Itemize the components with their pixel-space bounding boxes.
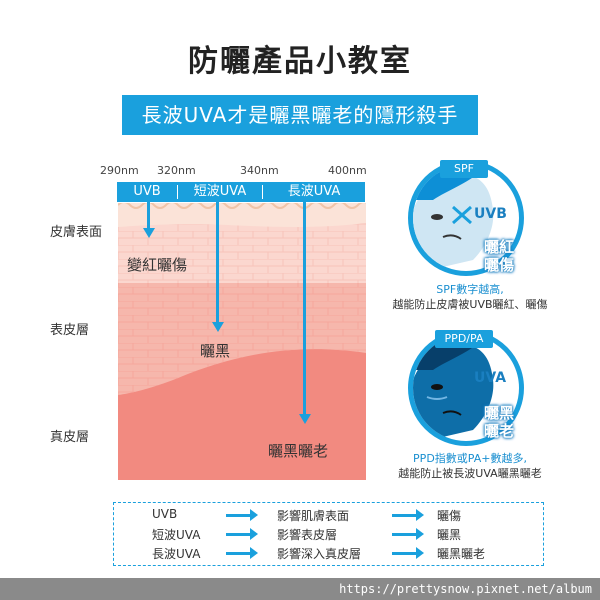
ppd-big-line-1: 曬黑 (484, 404, 515, 422)
summary-box: UVB 影響肌膚表面 曬傷 短波UVA 影響表皮層 曬黑 長波UVA 影響深入真… (113, 502, 544, 566)
summary-ray: 短波UVA (152, 528, 201, 542)
summary-row: UVB 影響肌膚表面 曬傷 (114, 507, 545, 525)
effect-photoaging: 曬黑曬老 (268, 442, 329, 460)
uvb-arrow-head (142, 228, 155, 238)
summary-arrow-icon (226, 509, 258, 521)
summary-result: 曬傷 (437, 509, 462, 523)
ppd-photoaging-text: 曬黑 曬老 (484, 404, 514, 440)
spf-tag: SPF (440, 160, 488, 178)
layer-label-epidermis: 表皮層 (50, 323, 90, 338)
summary-impact: 影響肌膚表面 (277, 509, 350, 523)
effect-tanning: 曬黑 (200, 342, 231, 360)
summary-impact: 影響表皮層 (277, 528, 338, 542)
subtitle-banner: 長波UVA才是曬黑曬老的隱形殺手 (122, 95, 478, 135)
long-uva-arrow (303, 202, 306, 416)
spf-uvb-label: UVB (474, 206, 507, 222)
skin-layers-graphic (118, 203, 366, 480)
spf-big-line-1: 曬紅 (484, 238, 515, 256)
ppd-big-line-2: 曬老 (484, 422, 515, 440)
layer-label-surface: 皮膚表面 (50, 225, 103, 240)
wavelength-320: 320nm (157, 164, 196, 177)
spf-note-line-1: SPF數字越高, (436, 283, 504, 296)
summary-arrow-icon (392, 528, 424, 540)
wavelength-290: 290nm (100, 164, 139, 177)
spf-big-line-2: 曬傷 (484, 256, 515, 274)
summary-ray: UVB (152, 507, 178, 521)
band-divider (177, 185, 178, 199)
layer-label-dermis: 真皮層 (50, 430, 90, 445)
summary-result: 曬黑 (437, 528, 462, 542)
summary-arrow-icon (226, 528, 258, 540)
summary-impact: 影響深入真皮層 (277, 547, 362, 561)
short-uva-arrow (216, 202, 219, 324)
band-divider (262, 185, 263, 199)
uvb-arrow (147, 202, 150, 230)
band-long-uva: 長波UVA (287, 184, 341, 199)
ppd-note-line-1: PPD指數或PA+數越多, (413, 452, 527, 465)
band-uvb: UVB (133, 184, 161, 199)
skin-cross-section (118, 203, 366, 480)
short-uva-arrow-head (211, 322, 224, 332)
ppd-uva-label: UVA (474, 370, 507, 386)
band-short-uva: 短波UVA (193, 184, 247, 199)
uv-band-bar: UVB 短波UVA 長波UVA (117, 182, 365, 202)
summary-arrow-icon (226, 547, 258, 559)
wavelength-400: 400nm (328, 164, 367, 177)
summary-arrow-icon (392, 547, 424, 559)
wavelength-340: 340nm (240, 164, 279, 177)
summary-row: 短波UVA 影響表皮層 曬黑 (114, 526, 545, 544)
ppd-note-line-2: 越能防止被長波UVA曬黑曬老 (398, 467, 542, 480)
summary-row: 長波UVA 影響深入真皮層 曬黑曬老 (114, 545, 545, 563)
summary-arrow-icon (392, 509, 424, 521)
watermark-url: https://prettysnow.pixnet.net/album (0, 578, 600, 600)
summary-result: 曬黑曬老 (437, 547, 486, 561)
page-title: 防曬產品小教室 (188, 44, 412, 79)
long-uva-arrow-head (298, 414, 311, 424)
ppd-tag: PPD/PA (435, 330, 493, 348)
spf-sunburn-text: 曬紅 曬傷 (484, 238, 514, 274)
summary-ray: 長波UVA (152, 547, 201, 561)
spf-note-line-2: 越能防止皮膚被UVB曬紅、曬傷 (392, 298, 548, 311)
effect-sunburn: 變紅曬傷 (127, 256, 188, 274)
